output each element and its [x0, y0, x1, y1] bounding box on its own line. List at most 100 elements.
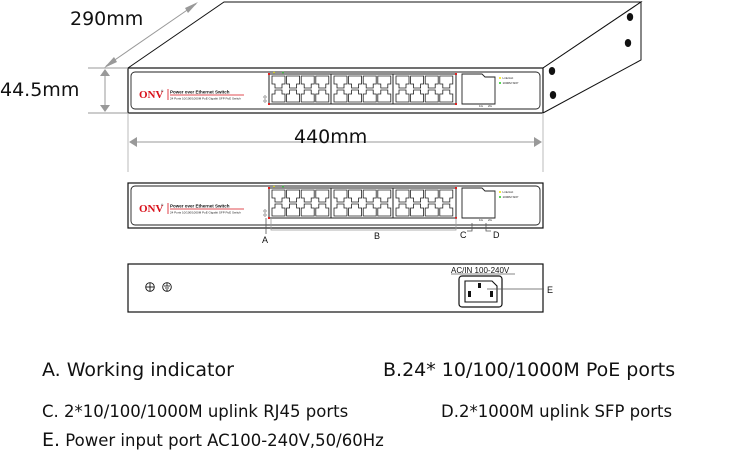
brand-registered-mark: ® [161, 89, 164, 93]
product-line-label: Power over Ethernet Switch [170, 204, 230, 209]
rj45-port-icon [348, 189, 362, 203]
rj45-port-icon [377, 89, 392, 103]
legend-item-c: C. 2*10/100/1000M uplink RJ45 ports [42, 402, 349, 421]
led-legend-label: 1000M SFP [503, 81, 519, 85]
mounting-hole [626, 13, 634, 21]
port-status-led [273, 71, 275, 74]
led-legend-label: Link/Act [503, 190, 514, 194]
rj45-port-icon [377, 189, 392, 203]
callout-b: B [374, 231, 380, 241]
port-block-marker [455, 187, 457, 189]
dimension-height-label: 44.5mm [0, 79, 79, 101]
dimension-depth-label: 290mm [70, 8, 143, 30]
port-block-marker [455, 103, 457, 105]
rj45-port-icon [362, 203, 377, 217]
rj45-port-icon [395, 189, 410, 203]
rj45-port-icon [271, 89, 286, 103]
working-indicator-led [263, 95, 267, 99]
uplink-port-label: 2G [488, 104, 493, 108]
rj45-port-icon [300, 89, 315, 103]
arrowhead [534, 137, 542, 147]
uplink-port-label: 2G [488, 218, 493, 222]
rj45-port-icon [395, 89, 410, 103]
rj45-port-icon [439, 189, 454, 203]
depth-dimension-line [105, 3, 197, 67]
rj45-port-icon [424, 203, 439, 217]
rj45-port-icon [333, 89, 348, 103]
rj45-port-icon [333, 75, 348, 89]
rj45-port-icon [439, 75, 454, 89]
legend-item-e-letter: E. [42, 429, 61, 451]
legend-item-e-text: Power input port AC100-240V,50/60Hz [60, 431, 384, 450]
brand-logo: ONV [139, 203, 164, 215]
rj45-port-icon [271, 189, 286, 203]
rj45-port-icon [348, 89, 362, 103]
working-indicator-led [263, 209, 267, 213]
callout-a: A [262, 235, 268, 245]
power-input-label: AC/IN 100-240V [451, 266, 510, 275]
rj45-port-icon [286, 89, 300, 103]
legend-item-b: B.24* 10/100/1000M PoE ports [383, 359, 676, 381]
arrowhead [100, 105, 110, 112]
rj45-port-icon [395, 75, 410, 89]
mounting-hole [549, 91, 557, 99]
rj45-port-icon [315, 89, 330, 103]
legend-item-d: D.2*1000M uplink SFP ports [441, 402, 673, 421]
led-legend-dot [499, 191, 501, 193]
mounting-hole [624, 39, 632, 47]
rj45-port-icon [271, 203, 286, 217]
rj45-port-icon [362, 189, 377, 203]
rj45-port-icon [395, 203, 410, 217]
port-status-led [282, 185, 284, 188]
rj45-port-icon [377, 75, 392, 89]
rj45-port-icon [348, 75, 362, 89]
callout-d: D [493, 230, 500, 240]
rj45-port-icon [410, 203, 424, 217]
arrowhead [104, 57, 117, 68]
dimension-width-label: 440mm [294, 126, 367, 148]
rj45-port-icon [410, 89, 424, 103]
sfp-uplink-port [461, 187, 496, 219]
legend-item-e: E. Power input port AC100-240V,50/60Hz [42, 429, 384, 451]
led-legend-label: Link/Act [503, 76, 514, 80]
rj45-port-icon [300, 189, 315, 203]
port-block-marker [268, 187, 270, 189]
product-line-label: Power over Ethernet Switch [170, 90, 230, 95]
led-legend-dot [499, 82, 501, 84]
callout-line-d [485, 223, 491, 232]
rj45-port-icon [424, 89, 439, 103]
product-subline-label: 24 Ports 10/100/1000M PoE Gigabit SFP Po… [170, 97, 241, 101]
port-status-led [282, 71, 284, 74]
rj45-port-icon [333, 203, 348, 217]
rj45-port-icon [410, 189, 424, 203]
callout-e: E [547, 285, 553, 295]
port-block-marker [268, 73, 270, 75]
rj45-port-icon [362, 89, 377, 103]
arrowhead [100, 69, 110, 76]
port-block-marker [268, 103, 270, 105]
rj45-port-icon [286, 203, 300, 217]
led-legend-dot [499, 196, 501, 198]
rj45-port-icon [362, 75, 377, 89]
rj45-port-icon [410, 75, 424, 89]
callout-c: C [460, 230, 467, 240]
port-status-led [273, 185, 275, 188]
rj45-port-icon [300, 203, 315, 217]
rj45-port-icon [348, 203, 362, 217]
rj45-port-icon [315, 189, 330, 203]
rj45-port-icon [315, 203, 330, 217]
led-legend-dot [499, 77, 501, 79]
rj45-port-icon [424, 189, 439, 203]
ground-screw-icon [145, 282, 155, 292]
rj45-port-icon [333, 189, 348, 203]
rj45-port-icon [300, 75, 315, 89]
uplink-port-label: 1G [479, 218, 484, 222]
earth-ground-icon [162, 282, 172, 292]
rj45-port-icon [271, 75, 286, 89]
sfp-uplink-port [461, 73, 496, 105]
